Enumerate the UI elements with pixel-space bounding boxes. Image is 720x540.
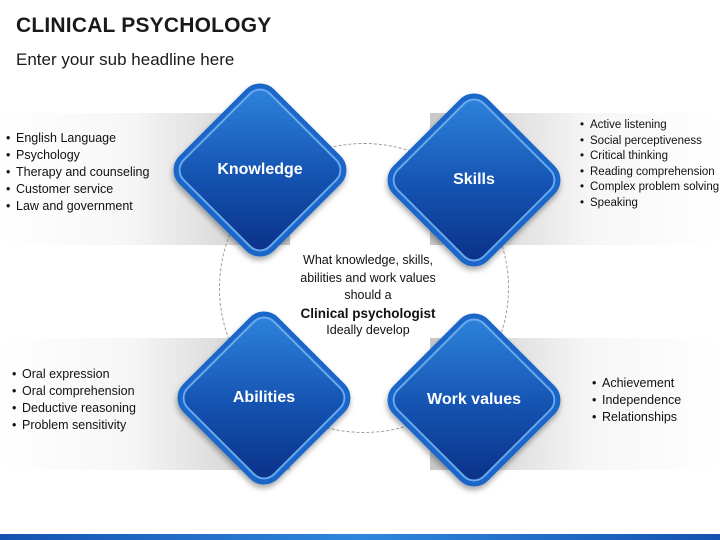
list-item: Independence	[592, 392, 681, 409]
list-item: Relationships	[592, 409, 681, 426]
list-item: English Language	[6, 130, 149, 147]
list-item: Oral comprehension	[12, 383, 136, 400]
bottom-accent-bar	[0, 534, 720, 540]
page-subtitle: Enter your sub headline here	[16, 50, 235, 69]
list-item: Customer service	[6, 181, 149, 198]
center-line: Ideally develop	[326, 323, 410, 337]
abilities-list: Oral expression Oral comprehension Deduc…	[12, 366, 136, 434]
work-values-label: Work values	[427, 391, 521, 408]
list-item: Psychology	[6, 147, 149, 164]
knowledge-label: Knowledge	[217, 161, 303, 178]
center-line: should a	[344, 288, 392, 302]
page-title: CLINICAL PSYCHOLOGY	[16, 14, 272, 37]
skills-label: Skills	[453, 171, 495, 188]
list-item: Active listening	[580, 118, 720, 134]
list-item: Problem sensitivity	[12, 417, 136, 434]
center-dashed-circle	[219, 143, 509, 433]
abilities-diamond: Abilities	[164, 298, 364, 498]
list-item: Therapy and counseling	[6, 164, 149, 181]
center-line: abilities and work values	[300, 270, 436, 285]
knowledge-diamond: Knowledge	[160, 70, 360, 270]
center-line-emphasis: Clinical psychologist	[300, 305, 436, 321]
list-item: Achievement	[592, 375, 681, 392]
skills-diamond: Skills	[374, 80, 574, 280]
list-item: Oral expression	[12, 366, 136, 383]
work-values-diamond: Work values	[374, 300, 574, 500]
list-item: Critical thinking	[580, 149, 720, 165]
list-item: Deductive reasoning	[12, 400, 136, 417]
center-question: What knowledge, skills, abilities and wo…	[268, 252, 468, 340]
list-item: Speaking	[580, 196, 720, 212]
list-item: Reading comprehension	[580, 165, 720, 181]
center-line: What knowledge, skills,	[303, 253, 433, 267]
list-item: Social perceptiveness	[580, 134, 720, 150]
skills-list: Active listening Social perceptiveness C…	[580, 118, 720, 212]
work-values-list: Achievement Independence Relationships	[592, 375, 681, 426]
list-item: Complex problem solving	[580, 180, 720, 196]
list-item: Law and government	[6, 198, 149, 215]
knowledge-list: English Language Psychology Therapy and …	[6, 130, 149, 215]
abilities-label: Abilities	[232, 389, 296, 406]
